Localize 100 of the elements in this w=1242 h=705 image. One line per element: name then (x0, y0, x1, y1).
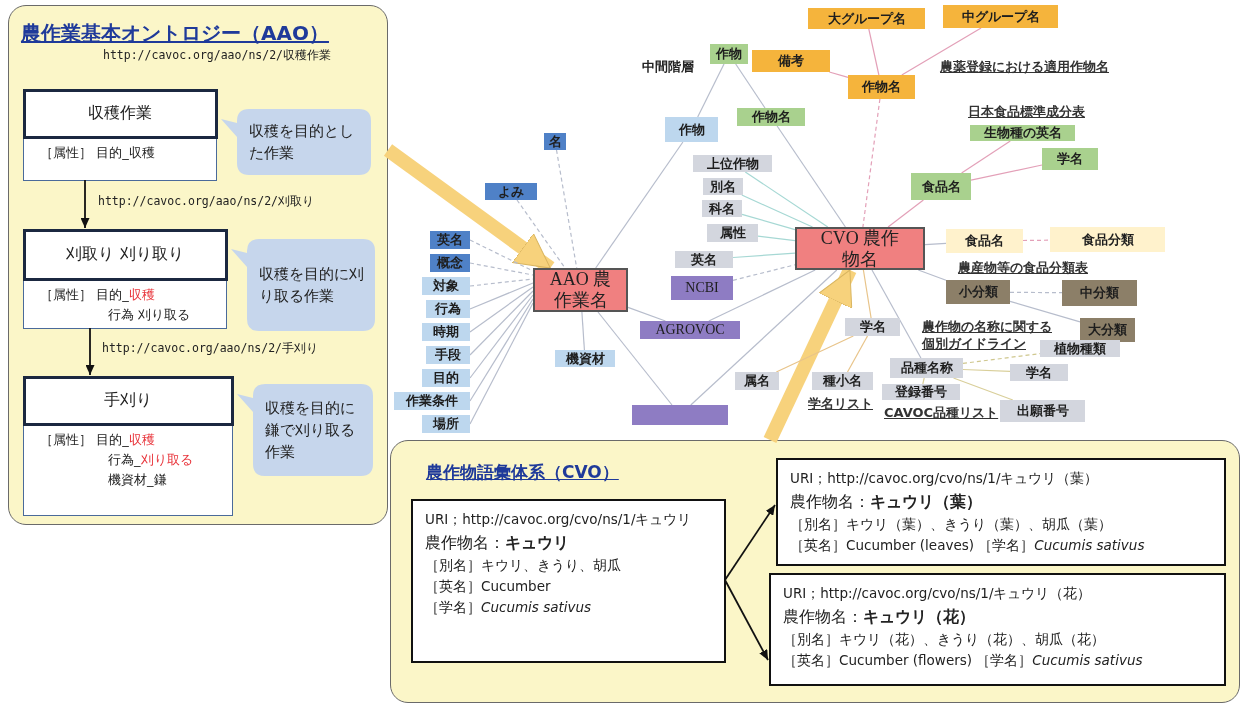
term-box: 科名 (702, 200, 742, 217)
term-box: 名 (544, 133, 566, 150)
term-box: 行為 (426, 300, 470, 318)
connector-line (757, 235, 796, 242)
connector-line (868, 28, 880, 76)
term-box: 大グループ名 (808, 8, 925, 29)
connector-line (697, 63, 725, 118)
panel-title: 農作業基本オントロジー（AAO） (21, 20, 329, 47)
connector-line (469, 298, 534, 402)
term-box: 中分類 (1062, 280, 1137, 306)
arrow (724, 579, 769, 661)
term-box: 英名 (430, 231, 470, 249)
arrow (85, 327, 95, 376)
term-box: 出願番号 (1000, 400, 1085, 422)
term-box: 中グループ名 (943, 5, 1058, 28)
attribute-line: ［英名］Cucumber (425, 577, 552, 596)
attribute-line: ［英名］Cucumber (leaves) ［学名］Cucumis sativus (790, 536, 1146, 555)
connector-line (516, 199, 566, 269)
connector-line (469, 294, 534, 379)
source-box: AGROVOC (640, 321, 740, 339)
panel-title: 農作物語彙体系（CVO） (426, 461, 619, 484)
term-box: 学名 (845, 318, 900, 336)
connector-line (846, 335, 869, 373)
connector-line (922, 377, 925, 385)
connector-line (735, 63, 766, 109)
term-card (23, 229, 227, 329)
panel (8, 5, 388, 525)
connector-line (917, 269, 947, 281)
term-box: 作物名 (848, 75, 915, 99)
term-box: 上位作物 (693, 155, 772, 172)
speech-bubble: 収穫を目的に刈り取る作業 (231, 239, 375, 331)
term-header: 収穫作業 (22, 88, 218, 139)
connector-line (744, 171, 829, 228)
connector-line (775, 335, 854, 373)
arrow (80, 179, 90, 229)
connector-line (962, 353, 1041, 364)
record-card (769, 573, 1226, 686)
uri-text: http://cavoc.org/aao/ns/2/収穫作業 (103, 48, 331, 63)
connector-line (887, 199, 924, 228)
source-label: 農産物等の食品分類表 (958, 259, 1088, 277)
connector-line (871, 269, 922, 359)
connector-line (952, 377, 1014, 401)
term-box: 大分類 (1080, 318, 1135, 342)
term-box: 場所 (422, 415, 470, 433)
speech-bubble: 収穫を目的とした作業 (221, 109, 371, 175)
term-box: 植物種類 (1040, 340, 1120, 357)
attribute-line: ［学名］Cucumis sativus (425, 598, 593, 617)
connector-line (690, 269, 838, 406)
term-box: 小分類 (946, 280, 1010, 304)
crop-name: 農作物名：キュウリ（葉） (790, 491, 983, 513)
uri-text: URI；http://cavoc.org/cvo/ns/1/キュウリ（花） (783, 584, 1093, 603)
term-box: 作物 (665, 117, 718, 142)
attribute-line: ［英名］Cucumber (flowers) ［学名］Cucumis sativus (783, 651, 1144, 670)
connector-line (581, 311, 585, 351)
term-header: 手刈り (22, 375, 234, 426)
term-box: 属名 (735, 372, 779, 390)
connector-line (469, 302, 534, 425)
connector-line (828, 71, 849, 78)
connector-line (1022, 239, 1051, 242)
connector-line (732, 264, 796, 281)
crop-name: 農作物名：キュウリ（花） (783, 606, 976, 628)
connector-line (862, 269, 872, 319)
connector-line (708, 269, 816, 322)
connector-line (741, 194, 814, 228)
attribute-line: ［別名］キウリ（葉）、きうり（葉）、胡瓜（葉） (790, 515, 1113, 534)
term-box: 作物名 (737, 108, 805, 126)
uri-text: URI；http://cavoc.org/cvo/ns/1/キュウリ（葉） (790, 469, 1100, 488)
term-box: 食品名 (946, 229, 1023, 253)
crop-name: 農作物名：キュウリ (425, 532, 570, 554)
term-box: 英名 (675, 251, 733, 268)
connector-line (901, 27, 982, 76)
arrow (724, 504, 776, 581)
attribute-line: ［属性］ 目的_収穫 (39, 430, 156, 449)
term-box: 概念 (430, 254, 470, 272)
term-box: 別名 (703, 178, 743, 195)
term-box: 登録番号 (882, 384, 960, 400)
record-card (411, 499, 726, 663)
attribute-line: ［別名］キウリ（花）、きうり（花）、胡瓜（花） (783, 630, 1106, 649)
block-arrow (763, 267, 857, 443)
term-box: 手段 (426, 346, 470, 364)
term-box: 食品分類 (1050, 227, 1165, 252)
connector-line (970, 164, 1043, 181)
connector-line (862, 98, 881, 228)
connector-line (597, 311, 673, 406)
connector-line (732, 252, 796, 259)
term-box: 目的 (422, 369, 470, 387)
connector-line (469, 282, 534, 310)
attribute-line: ［属性］ 目的_収穫 (39, 285, 156, 304)
term-header: 刈取り 刈り取り (22, 228, 228, 281)
hub-box: CVO 農作物名 (795, 227, 925, 270)
connector-line (469, 290, 534, 356)
term-box: 作業条件 (394, 392, 470, 410)
term-box: 食品名 (911, 173, 971, 200)
term-box: 種小名 (812, 372, 873, 390)
attribute-line: 機資材_鎌 (107, 470, 168, 489)
source-label: 学名リスト (808, 395, 873, 413)
connector-line (469, 262, 534, 276)
uri-text: URI；http://cavoc.org/cvo/ns/1/キュウリ (425, 510, 693, 529)
source-box: NCBI (671, 276, 733, 300)
term-box: 機資材 (555, 350, 615, 367)
